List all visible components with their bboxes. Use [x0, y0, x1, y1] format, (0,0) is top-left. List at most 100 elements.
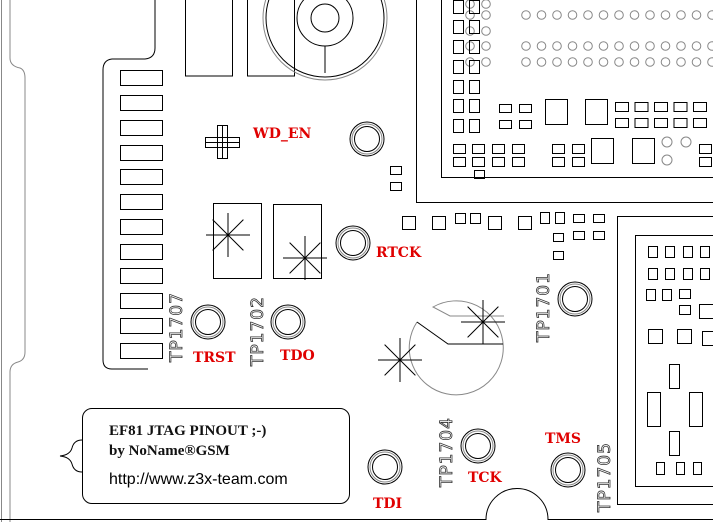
- pad: [683, 246, 693, 258]
- pad: [572, 144, 585, 154]
- bga-ball: [598, 10, 609, 20]
- pad: [472, 157, 485, 167]
- bga-ball: [536, 10, 547, 20]
- pad: [673, 102, 688, 112]
- bga-balls: [465, 0, 713, 67]
- pad: [518, 216, 532, 230]
- pad: [654, 118, 668, 128]
- test-point-ring: [559, 283, 591, 315]
- test-point-pads: [190, 121, 593, 488]
- pad: [402, 216, 416, 230]
- pad: [552, 144, 565, 154]
- bga-ball: [481, 10, 491, 20]
- connector-pad: [120, 95, 163, 111]
- test-point-ring: [275, 309, 301, 335]
- bga-ball: [660, 41, 671, 51]
- pad: [472, 144, 485, 154]
- pad: [699, 304, 713, 319]
- wd-en-cross-pad: [205, 125, 240, 159]
- test-point-ring: [465, 433, 491, 459]
- pad: [432, 216, 446, 230]
- bga-ball: [614, 10, 624, 20]
- pad: [648, 268, 658, 280]
- mid-components: [213, 166, 504, 396]
- label-tdi: TDI: [373, 496, 402, 512]
- bga-ball: [645, 10, 655, 20]
- pad: [676, 462, 685, 475]
- note-url[interactable]: http://www.z3x-team.com: [109, 471, 288, 488]
- note-author: by NoName®GSM: [109, 443, 230, 459]
- star-line: [384, 344, 416, 376]
- bga-chip: [416, 0, 713, 203]
- pad: [453, 99, 464, 113]
- tp1702-label: TP1702: [248, 296, 268, 367]
- top-components: [185, 0, 388, 81]
- bga-ball: [552, 41, 562, 51]
- pad: [540, 212, 550, 224]
- pad: [453, 80, 464, 94]
- connector-pad: [120, 145, 163, 161]
- pad: [656, 462, 665, 475]
- bga-ball: [680, 136, 692, 148]
- pad: [665, 268, 675, 280]
- pad: [552, 157, 565, 167]
- bga-ball: [567, 57, 578, 67]
- pad: [453, 119, 464, 133]
- pad: [474, 170, 485, 179]
- bga-ball: [629, 10, 640, 20]
- pad: [492, 144, 505, 154]
- pad: [553, 233, 564, 242]
- test-point-ring: [354, 126, 380, 152]
- bga-ball: [660, 10, 671, 20]
- pad: [469, 40, 480, 54]
- pad: [634, 118, 649, 128]
- bga-ball: [614, 41, 624, 51]
- pad: [499, 104, 512, 113]
- bga-ball: [567, 10, 578, 20]
- pad: [679, 289, 691, 299]
- pad: [615, 118, 629, 128]
- pad: [453, 60, 464, 74]
- bga-ball: [583, 41, 593, 51]
- pad: [702, 331, 713, 346]
- tp1707-label: TP1707: [167, 292, 187, 363]
- label-rtck: RTCK: [376, 245, 422, 261]
- star-marks: [206, 213, 505, 382]
- pad: [693, 462, 702, 475]
- pad: [662, 289, 672, 301]
- pad: [673, 118, 688, 128]
- bga-ball: [645, 57, 655, 67]
- pad: [646, 289, 656, 301]
- connector-pad: [120, 268, 163, 284]
- tp1701-label: TP1701: [534, 272, 554, 343]
- pad: [469, 60, 480, 74]
- connector-pad: [120, 169, 163, 185]
- bga-ball: [481, 57, 491, 67]
- bga-ball: [521, 41, 531, 51]
- pad: [615, 102, 629, 112]
- bga-ball: [536, 57, 547, 67]
- connector-pad: [120, 343, 163, 359]
- pad: [634, 102, 649, 112]
- test-point-ring: [351, 123, 383, 155]
- test-point-ring: [270, 304, 306, 340]
- bga-ball: [629, 41, 640, 51]
- right-chip: [617, 216, 713, 505]
- pad: [654, 102, 668, 112]
- bga-ball: [676, 10, 686, 20]
- pad: [677, 329, 692, 344]
- bga-ball: [521, 57, 531, 67]
- test-point-ring: [555, 457, 581, 483]
- pad: [469, 20, 480, 34]
- pad: [683, 268, 693, 280]
- label-wd-en: WD_EN: [252, 126, 312, 142]
- bga-ball: [567, 41, 578, 51]
- pad: [669, 431, 680, 456]
- bga-ball: [583, 57, 593, 67]
- pad: [693, 118, 707, 128]
- pad: [455, 213, 466, 224]
- bga-ball: [598, 41, 609, 51]
- star-line: [289, 242, 321, 274]
- pad: [573, 214, 585, 223]
